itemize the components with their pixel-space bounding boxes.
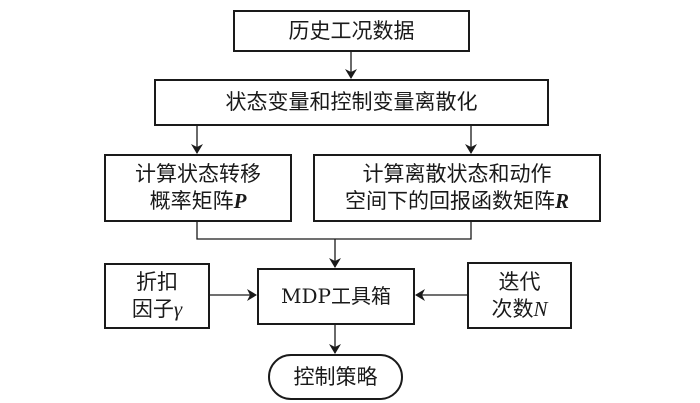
node-iterations: 迭代 次数N: [467, 262, 572, 329]
node-label-line-1: 迭代: [498, 269, 541, 294]
node-label-line-2: 因子γ: [132, 296, 182, 323]
node-label-line-1: 计算离散状态和动作: [362, 162, 552, 187]
symbol-p: P: [233, 189, 247, 213]
node-mdp-toolbox: MDP工具箱: [257, 268, 415, 325]
symbol-gamma: γ: [173, 297, 183, 321]
node-label: 历史工况数据: [288, 18, 415, 43]
node-label-text: 因子: [131, 297, 174, 321]
node-transition-matrix: 计算状态转移 概率矩阵P: [104, 154, 292, 222]
node-label: 控制策略: [293, 364, 378, 389]
node-history-data: 历史工况数据: [233, 10, 470, 52]
node-label-line-1: 计算状态转移: [135, 162, 261, 187]
edge-transition-merge: [196, 222, 335, 240]
node-label-line-2: 空间下的回报函数矩阵R: [345, 188, 569, 215]
node-label-line-1: 折扣: [136, 270, 178, 295]
symbol-n: N: [533, 296, 548, 321]
node-control-policy: 控制策略: [268, 354, 403, 400]
node-label-text: 空间下的回报函数矩阵: [344, 189, 555, 213]
edge-reward-merge: [335, 222, 472, 240]
node-label-line-2: 次数N: [491, 296, 547, 323]
symbol-r: R: [554, 189, 569, 213]
node-label: MDP工具箱: [281, 283, 391, 308]
node-label: 状态变量和控制变量离散化: [225, 90, 478, 115]
node-discretize: 状态变量和控制变量离散化: [154, 79, 549, 126]
node-label-line-2: 概率矩阵P: [150, 188, 247, 215]
node-reward-matrix: 计算离散状态和动作 空间下的回报函数矩阵R: [313, 154, 601, 222]
node-label-text: 概率矩阵: [149, 189, 234, 213]
node-label-text: 次数: [491, 296, 534, 321]
node-discount-factor: 折扣 因子γ: [104, 263, 210, 329]
